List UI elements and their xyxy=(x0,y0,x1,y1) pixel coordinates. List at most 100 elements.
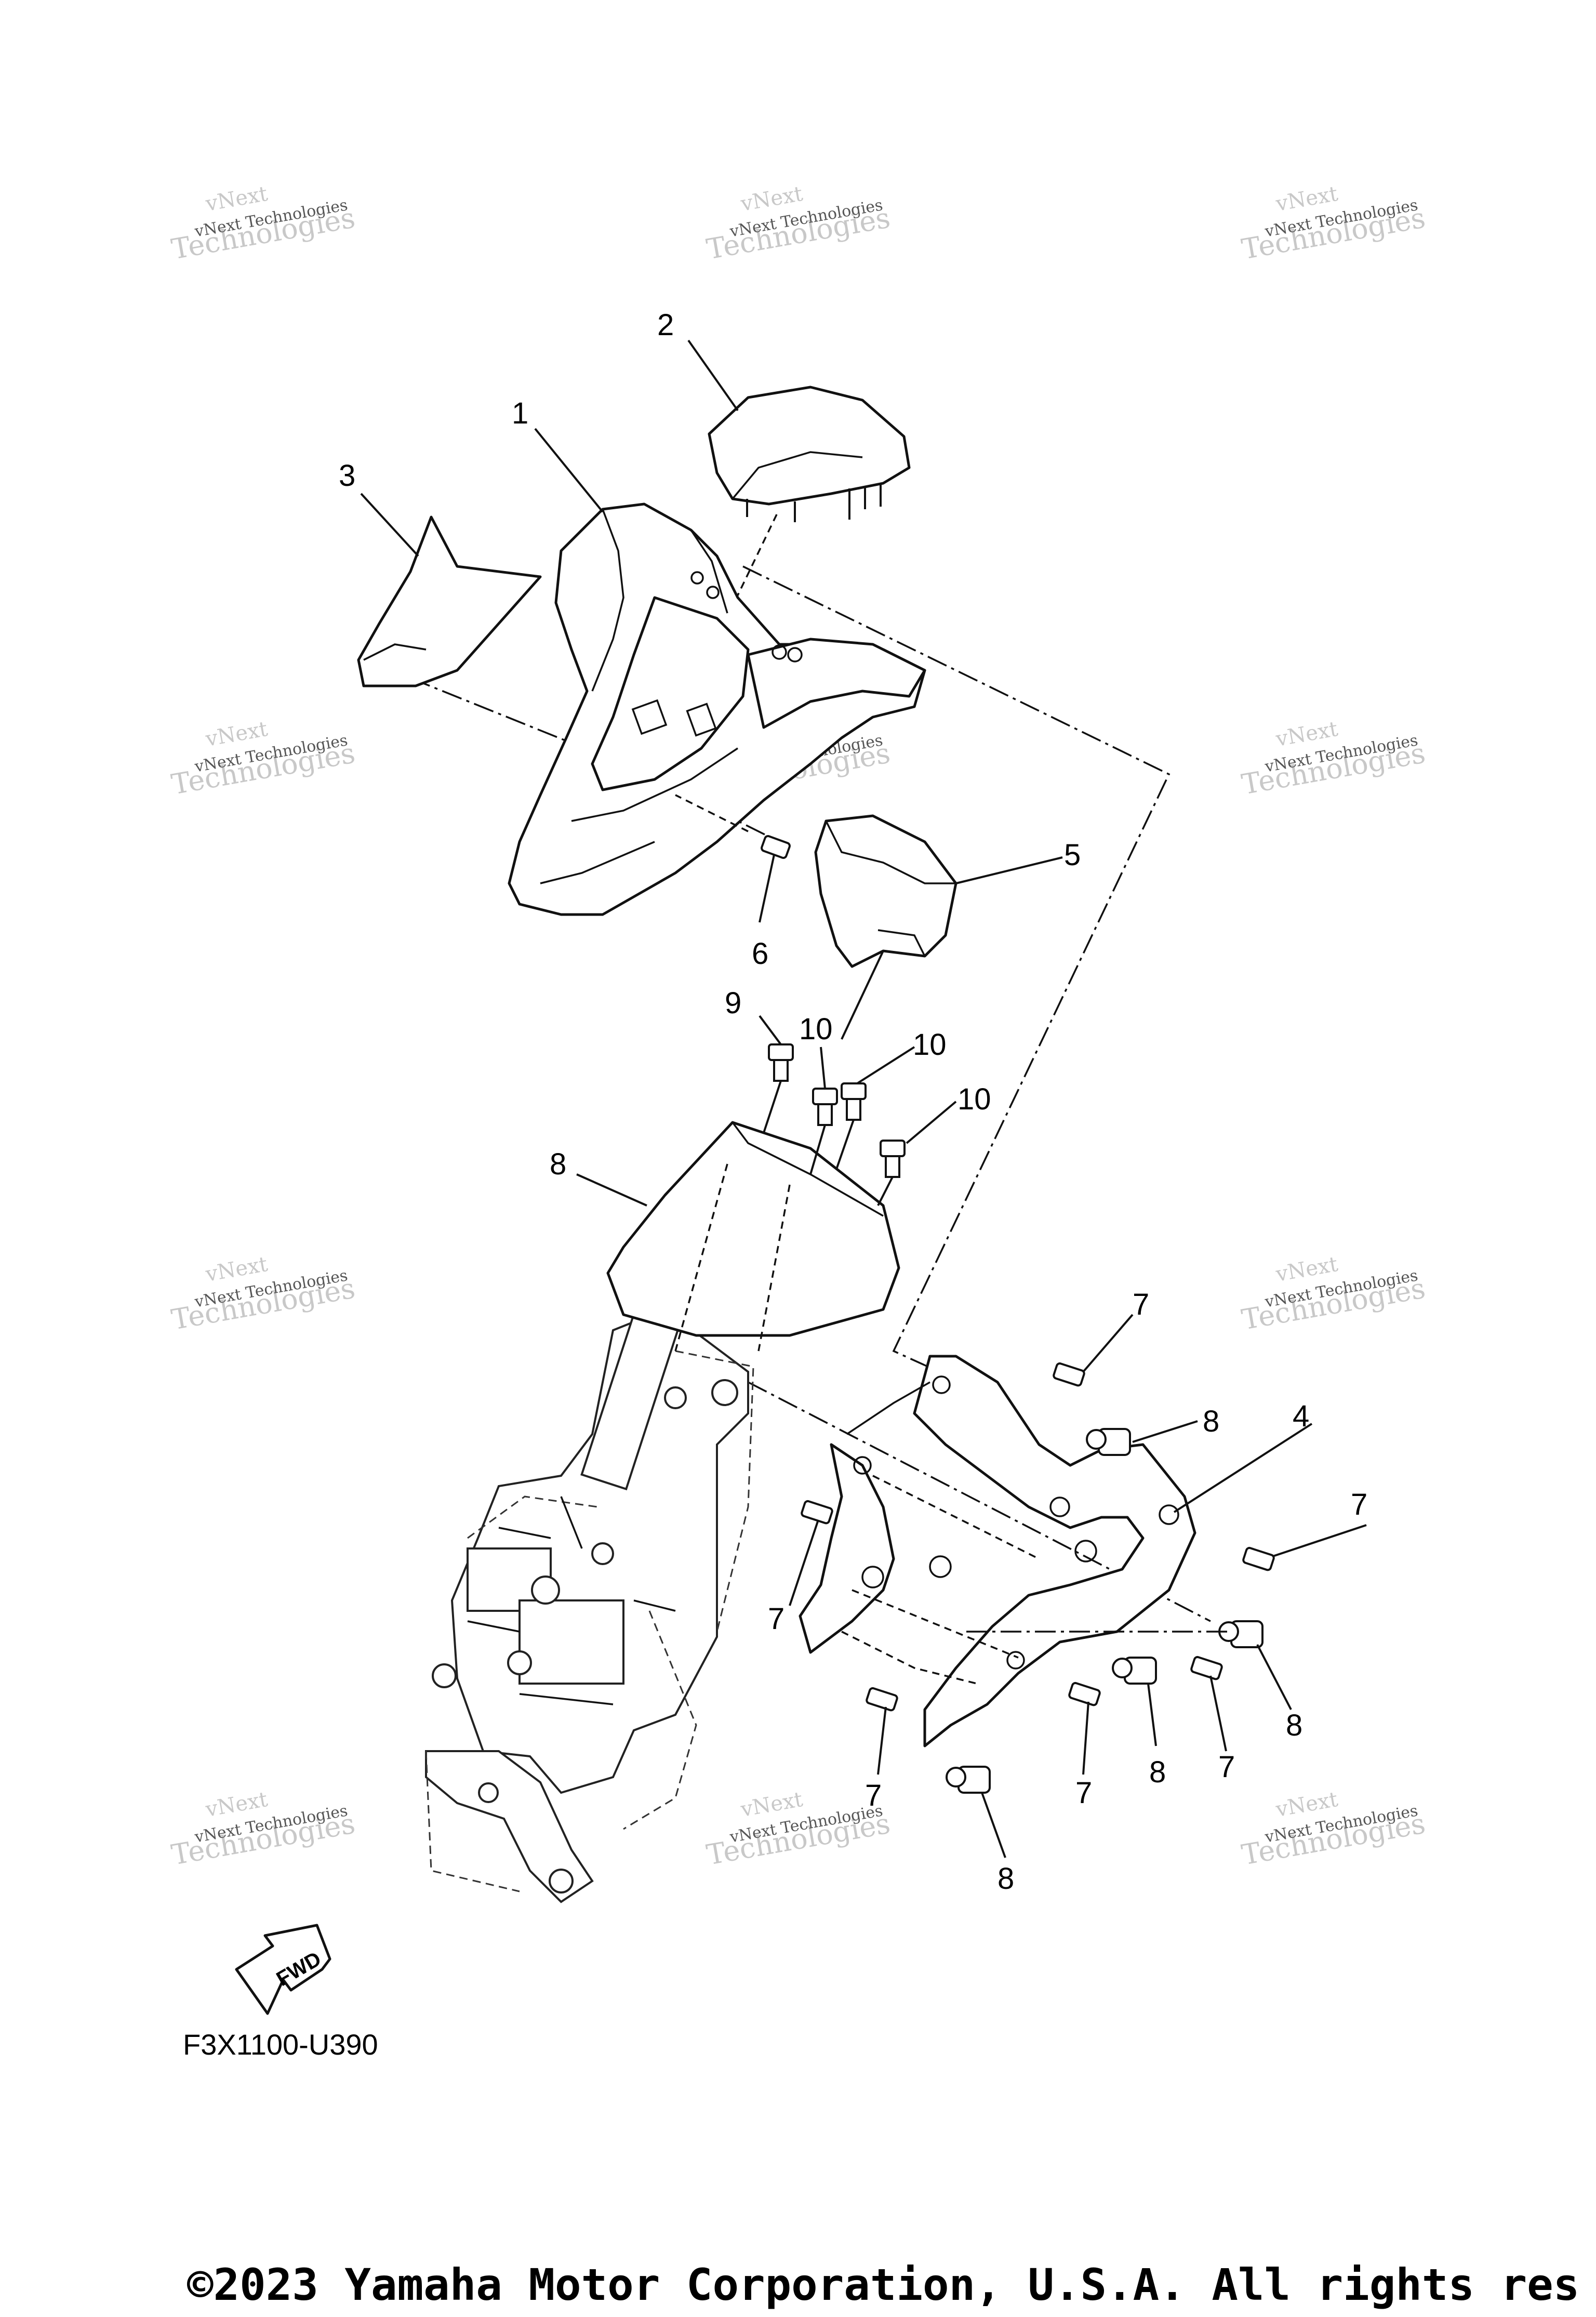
cowling-hidden-line xyxy=(757,1184,791,1352)
trim-body xyxy=(357,515,542,687)
leader-7a xyxy=(1082,1314,1134,1373)
collar-8 xyxy=(1112,1657,1157,1685)
frame-lower-mount xyxy=(425,1750,594,1903)
callout-10: 9 xyxy=(725,986,741,1020)
part-5-bracket xyxy=(814,814,957,968)
watermark: vNext Technologies vNext Technologies xyxy=(1239,1788,1428,1872)
cover-grommet xyxy=(1159,1504,1179,1525)
chain-line-main xyxy=(742,565,1171,1378)
trim-crease xyxy=(363,643,427,661)
frame-boss xyxy=(432,1663,457,1688)
frame-hidden-line xyxy=(675,1350,754,1632)
fairing-lower-crease xyxy=(540,841,655,884)
fairing-meter-recess xyxy=(591,596,750,791)
cover-grommet xyxy=(853,1456,872,1475)
cover-inner-panel xyxy=(799,1443,895,1654)
callout-8: 8 xyxy=(1203,1405,1219,1438)
callout-3: 3 xyxy=(339,459,355,493)
leader-8a xyxy=(1132,1420,1198,1443)
leader-7d xyxy=(877,1706,887,1775)
screw-10 xyxy=(809,1088,838,1175)
frame-hidden-line xyxy=(623,1610,697,1830)
frame-boss xyxy=(549,1869,574,1894)
callout-9: 8 xyxy=(550,1147,566,1181)
screw-7 xyxy=(866,1687,898,1712)
leader-7f xyxy=(1209,1675,1227,1752)
cowling-top-edge xyxy=(732,1121,884,1217)
fwd-arrow: FWD xyxy=(235,1924,331,2015)
callout-8: 8 xyxy=(998,1862,1014,1896)
frame-hidden-line xyxy=(425,1751,520,1892)
callout-2: 2 xyxy=(657,308,674,342)
collar-8 xyxy=(1086,1428,1131,1456)
callout-1: 1 xyxy=(512,396,528,430)
callout-7: 7 xyxy=(1218,1750,1235,1784)
screw-7 xyxy=(1068,1682,1101,1706)
cover-hidden-line xyxy=(872,1475,1040,1560)
part-3-side-trim xyxy=(357,515,542,687)
screw-7 xyxy=(1190,1656,1223,1680)
screw-6 xyxy=(675,794,791,859)
dash-line-meter xyxy=(706,514,778,660)
part-4-lower-cover xyxy=(799,1355,1196,1747)
callout-7: 7 xyxy=(1075,1776,1092,1810)
fairing-hole xyxy=(772,644,787,660)
frame-detail-lines xyxy=(467,1496,676,1705)
fairing-hole xyxy=(787,647,803,663)
callout-10: 10 xyxy=(913,1028,947,1062)
diagram-code: F3X1100-U390 xyxy=(183,2028,378,2061)
leader-4 xyxy=(1173,1423,1313,1513)
leader-10d xyxy=(906,1101,957,1144)
watermark: vNext Technologies vNext Technologies xyxy=(704,182,893,266)
watermark: vNext Technologies vNext Technologies xyxy=(1239,1252,1428,1336)
cover-body xyxy=(913,1355,1196,1747)
callout-5: 5 xyxy=(1064,838,1081,872)
leader-2 xyxy=(687,339,739,412)
cover-grommet xyxy=(1006,1651,1025,1670)
frame-boss xyxy=(664,1386,687,1409)
visor-crease xyxy=(732,451,863,500)
watermark: vNext Technologies vNext Technologies xyxy=(1239,182,1428,266)
fairing-recess-hole xyxy=(631,699,668,735)
leader-10b xyxy=(820,1047,826,1089)
leader-8d xyxy=(981,1792,1006,1858)
watermark: vNext Technologies vNext Technologies xyxy=(169,182,357,266)
fairing-crease xyxy=(690,529,728,614)
cover-grommet xyxy=(1074,1540,1097,1563)
leader-6 xyxy=(759,854,775,923)
leader-10a xyxy=(759,1015,782,1045)
fairing-hole xyxy=(706,586,720,599)
chain-line-frame xyxy=(748,1381,1211,1622)
frame-boss xyxy=(711,1379,738,1406)
leader-1 xyxy=(534,428,604,513)
fwd-arrow-icon xyxy=(235,1924,331,2015)
fairing-lower-crease xyxy=(571,747,738,822)
watermark: vNext Technologies vNext Technologies xyxy=(169,717,357,801)
cover-grommet xyxy=(932,1375,951,1394)
watermark: vNext Technologies vNext Technologies xyxy=(704,1788,893,1872)
callout-4: 4 xyxy=(1293,1399,1309,1433)
fairing-recess-hole xyxy=(686,703,717,737)
part-1-front-fairing xyxy=(508,502,926,916)
callout-8: 8 xyxy=(1149,1755,1166,1789)
screw-10 xyxy=(763,1043,794,1133)
cover-grommet xyxy=(929,1555,952,1578)
leader-10c xyxy=(856,1046,915,1084)
frame-head-pipe xyxy=(425,1305,754,1903)
callout-7: 7 xyxy=(1133,1288,1149,1321)
callout-6: 6 xyxy=(752,937,768,971)
visor-body xyxy=(708,386,911,506)
bracket-body xyxy=(814,814,957,968)
collar-8 xyxy=(1218,1620,1264,1648)
bracket-crease xyxy=(825,820,956,884)
part-2-meter-visor xyxy=(708,386,911,522)
frame-boss xyxy=(591,1542,614,1565)
leader-8c xyxy=(1147,1683,1157,1746)
watermark: vNext Technologies vNext Technologies xyxy=(1239,717,1428,801)
leader-7b xyxy=(1272,1524,1367,1557)
leader-5 xyxy=(955,856,1063,884)
frame-boss xyxy=(531,1575,560,1605)
fairing-hole xyxy=(690,571,704,585)
